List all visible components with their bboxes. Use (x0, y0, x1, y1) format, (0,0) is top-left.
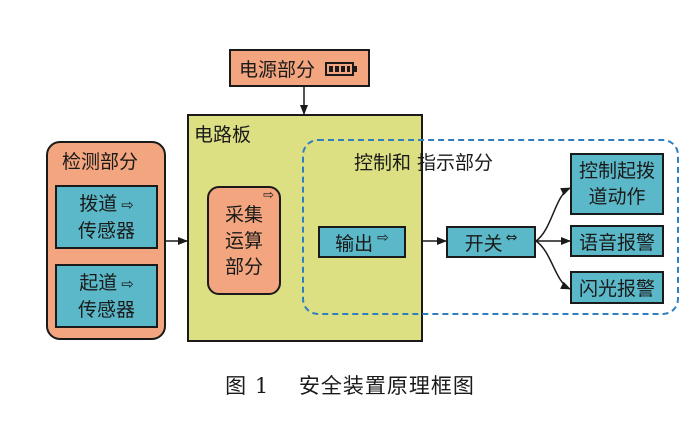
sensor-box-lift: 起道⇨ 传感器 (55, 264, 158, 328)
action-control-line2: 道动作 (588, 186, 646, 208)
acquisition-line3: 部分 (224, 255, 263, 278)
arrow-right-outline-icon: ⇨ (121, 274, 134, 293)
figure-caption: 图 1 安全装置原理框图 (225, 374, 475, 398)
output-label: 输出 (335, 232, 374, 255)
power-supply-label: 电源部分 (239, 58, 316, 81)
acquisition-line1: 采集 (224, 203, 263, 226)
output-box: 输出 ⇨ (318, 226, 406, 258)
action-box-voice: 语音报警 (570, 225, 664, 257)
double-arrow-outline-icon: ⇔ (505, 230, 518, 246)
action-flash-label: 闪光报警 (578, 278, 655, 300)
acquisition-box: ⇨ 采集 运算 部分 (207, 186, 281, 295)
sensor-lift-line1: 起道 (79, 271, 118, 294)
circuit-board-label: 电路板 (194, 124, 252, 146)
control-indicator-label: 控制和 指示部分 (354, 152, 494, 174)
sensor-lift-line2: 传感器 (77, 298, 135, 321)
switch-box: 开关 ⇔ (446, 226, 536, 258)
acquisition-line2: 运算 (224, 229, 263, 252)
action-box-control: 控制起拨 道动作 (570, 153, 664, 215)
detection-label: 检测部分 (62, 151, 139, 173)
battery-icon (325, 61, 358, 76)
arrow-switch-to-control (535, 187, 571, 242)
action-control-line1: 控制起拨 (578, 160, 655, 182)
switch-label: 开关 (464, 232, 503, 255)
sensor-box-shift: 拨道⇨ 传感器 (55, 185, 158, 249)
sensor-shift-line1: 拨道 (79, 192, 118, 215)
action-box-flash: 闪光报警 (570, 271, 664, 304)
arrow-right-outline-icon: ⇨ (263, 188, 274, 203)
power-supply-box: 电源部分 (229, 49, 370, 87)
control-indicator-region (302, 139, 679, 315)
arrow-switch-to-flash (535, 240, 571, 290)
arrow-right-outline-icon: ⇨ (377, 230, 389, 246)
sensor-shift-line2: 传感器 (77, 219, 135, 242)
arrow-right-outline-icon: ⇨ (121, 195, 134, 214)
action-voice-label: 语音报警 (578, 231, 655, 254)
